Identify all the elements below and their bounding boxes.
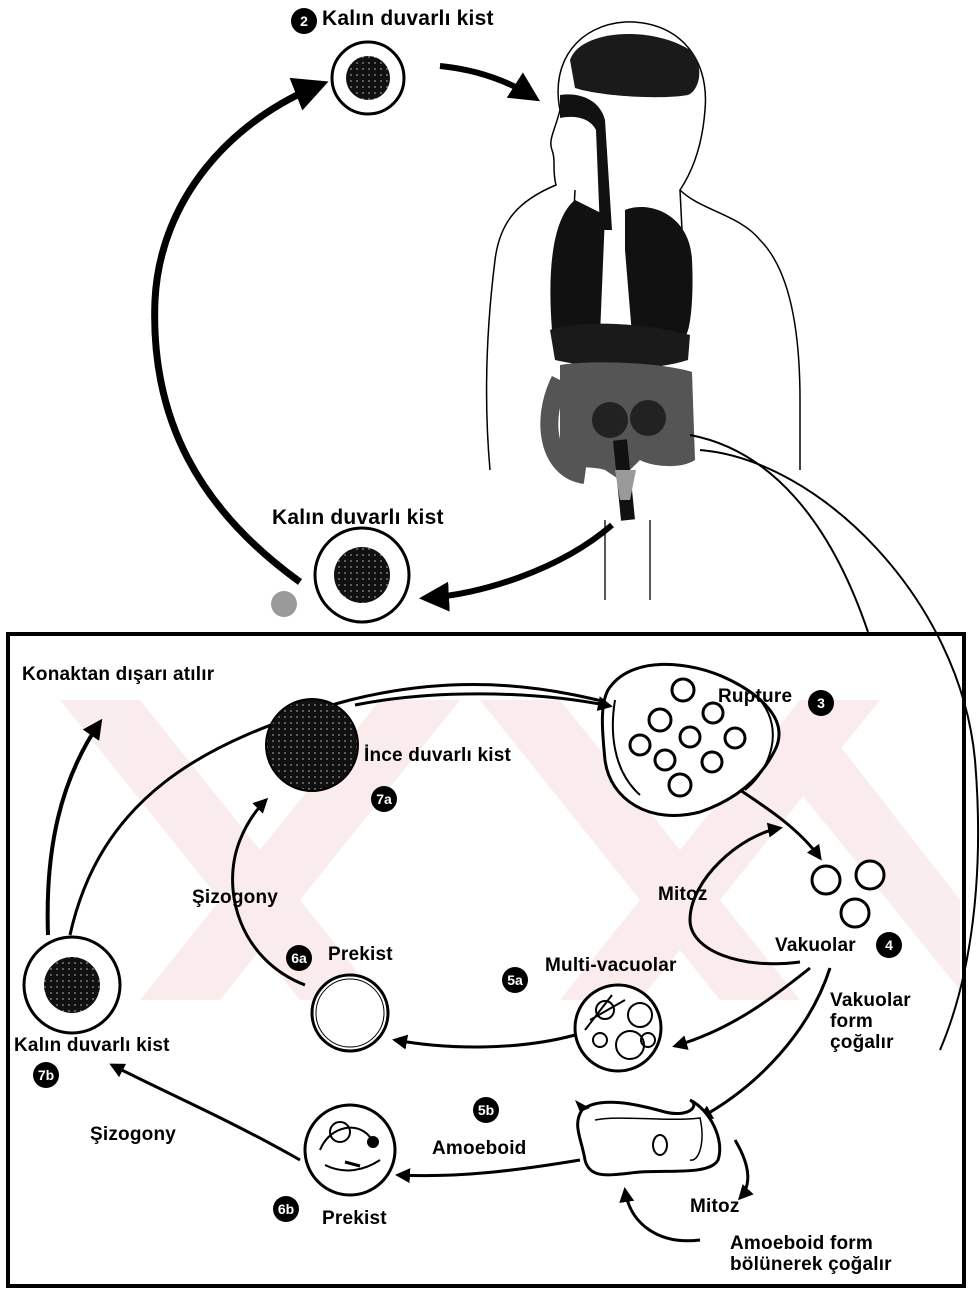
mitoz-lower-label: Mitoz xyxy=(690,1196,740,1218)
precyst-b-label: Prekist xyxy=(322,1208,387,1230)
vacuolar-label: Vakuolar xyxy=(775,935,856,957)
rupture-label: Rupture xyxy=(718,686,792,708)
step-2-badge: 2 xyxy=(291,8,317,34)
cyst-bottom-label: Kalın duvarlı kist xyxy=(272,506,444,530)
thin-cyst-label: İnce duvarlı kist xyxy=(364,745,511,767)
expelled-label: Konaktan dışarı atılır xyxy=(22,664,214,686)
amoeboid-form-label: Amoeboid form bölünerek çoğalır xyxy=(730,1233,930,1275)
human-figure xyxy=(487,22,800,600)
mitoz-upper-label: Mitoz xyxy=(658,884,708,906)
thick-cyst-box-label: Kalın duvarlı kist xyxy=(14,1035,170,1057)
schizogony-upper-label: Şizogony xyxy=(192,887,278,909)
step-5b-badge: 5b xyxy=(473,1097,499,1123)
step-7b-badge: 7b xyxy=(33,1062,59,1088)
vacuolar-form-label: Vakuolar form çoğalır xyxy=(830,990,940,1053)
amoeboid-label: Amoeboid xyxy=(432,1138,527,1160)
step-3-badge: 3 xyxy=(808,690,834,716)
step-6b-badge: 6b xyxy=(273,1196,299,1222)
step-7a-badge: 7a xyxy=(371,786,397,812)
precyst-a-label: Prekist xyxy=(328,944,393,966)
stool-badge xyxy=(271,591,297,617)
step-4-badge: 4 xyxy=(876,932,902,958)
schizogony-lower-label: Şizogony xyxy=(90,1124,176,1146)
step-5a-badge: 5a xyxy=(502,967,528,993)
cyst-top-label: Kalın duvarlı kist xyxy=(322,7,494,31)
life-cycle-frame xyxy=(6,632,966,1288)
step-6a-badge: 6a xyxy=(286,945,312,971)
multivacuolar-label: Multi-vacuolar xyxy=(545,955,677,977)
